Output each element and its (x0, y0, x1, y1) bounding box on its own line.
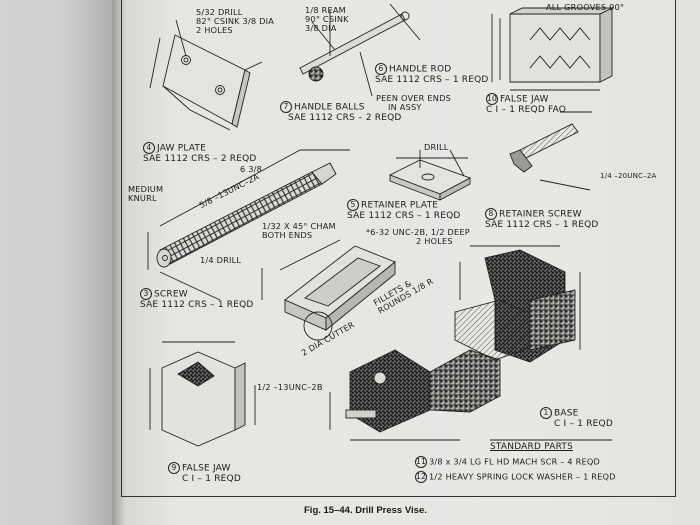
handle-rod-title: HANDLE ROD (389, 64, 452, 75)
chamfer-note: 1/32 X 45° CHAM BOTH ENDS (262, 222, 336, 240)
retainer-drill-note: DRILL (424, 142, 449, 152)
retainer-screw-spec: SAE 1112 CRS – 1 REQD (485, 220, 599, 230)
chamfer-note-line2: BOTH ENDS (262, 230, 313, 240)
handle-rod-spec: SAE 1112 CRS – 1 REQD (375, 75, 489, 85)
drill-note-line1: 5/32 DRILL (196, 7, 243, 17)
part-number-9: 9 (168, 462, 180, 474)
base-title: BASE (554, 408, 579, 419)
medium-knurl-line2: KNURL (128, 193, 157, 203)
handle-rod-drawing (299, 3, 421, 97)
jaw-plate-title: JAW PLATE (157, 143, 207, 154)
tapped-hole-note: *6-32 UNC-2B, 1/2 DEEP 2 HOLES (366, 228, 470, 246)
base-drawing (329, 349, 501, 441)
part-number-7: 7 (280, 101, 292, 113)
retainer-screw-drawing (509, 111, 592, 191)
part-number-8: 8 (485, 208, 497, 220)
desk-background (0, 0, 118, 525)
false-jaw-9-spec: C I – 1 REQD (182, 474, 241, 484)
standard-part-12-text: 1/2 HEAVY SPRING LOCK WASHER – 1 REQD (429, 471, 616, 482)
drill-note-line2: 82° CSINK 3/8 DIA (196, 16, 275, 26)
part-number-12: 12 (415, 471, 427, 483)
figure-frame (121, 0, 676, 497)
ream-note-line3: 3/8 DIA (305, 23, 337, 33)
retainer-plate-drawing (388, 149, 472, 201)
screw-drawing (147, 149, 350, 301)
screw-title: SCREW (154, 289, 188, 300)
quarter-drill-note: 1/4 DRILL (200, 255, 242, 265)
part-number-6: 6 (375, 63, 387, 75)
handle-balls-title: HANDLE BALLS (294, 102, 365, 113)
jaw-plate-drawing (149, 19, 263, 131)
retainer-screw-title: RETAINER SCREW (499, 209, 582, 220)
handle-balls-spec: SAE 1112 CRS – 2 REQD (288, 113, 402, 123)
jaw-plate-spec: SAE 1112 CRS – 2 REQD (143, 154, 257, 164)
peen-note: PEEN OVER ENDS IN ASSY (376, 94, 451, 112)
all-grooves-note: ALL GROOVES 90° (546, 2, 625, 12)
false-jaw-9-drawing (149, 341, 256, 447)
false-jaw-9-title: FALSE JAW (182, 463, 231, 474)
standard-part-11-text: 3/8 x 3/4 LG FL HD MACH SCR – 4 REQD (429, 456, 600, 467)
screw-length-dim: 6 3/8 (240, 164, 262, 174)
part-number-5: 5 (347, 199, 359, 211)
standard-parts-title: STANDARD PARTS (490, 442, 573, 452)
ream-note: 1/8 REAM 90° CSINK 3/8 DIA (305, 6, 349, 33)
tapped-hole-line1: *6-32 UNC-2B, 1/2 DEEP (366, 227, 470, 237)
drill-note: 5/32 DRILL 82° CSINK 3/8 DIA 2 HOLES (196, 8, 274, 35)
base-spec: C I – 1 REQD (554, 419, 613, 429)
part-number-11: 11 (415, 456, 427, 468)
movable-jaw-drawing (261, 239, 396, 341)
medium-knurl-line1: MEDIUM (128, 184, 164, 194)
base-thread-note: 1/2 –13UNC–2B (257, 382, 323, 392)
medium-knurl-note: MEDIUM KNURL (128, 185, 163, 203)
screw-spec: SAE 1112 CRS – 1 REQD (140, 300, 254, 310)
peen-note-line2: IN ASSY (388, 102, 422, 112)
drill-note-line3: 2 HOLES (196, 25, 233, 35)
ream-note-line1: 1/8 REAM (305, 5, 346, 15)
false-jaw-10-spec: C I – 1 REQD FAO (486, 105, 567, 115)
retainer-plate-title: RETAINER PLATE (361, 200, 439, 211)
part-number-4: 4 (143, 142, 155, 154)
ream-note-line2: 90° CSINK (305, 14, 349, 24)
retainer-screw-thread-note: 1/4 –20UNC–2A (600, 172, 657, 180)
figure-caption: Fig. 15–44. Drill Press Vise. (304, 505, 427, 516)
cast-body-drawing (454, 245, 581, 363)
chamfer-note-line1: 1/32 X 45° CHAM (262, 221, 336, 231)
part-number-1: 1 (540, 407, 552, 419)
false-jaw-10-drawing (491, 7, 613, 91)
false-jaw-10-title: FALSE JAW (500, 94, 549, 105)
peen-note-line1: PEEN OVER ENDS (376, 93, 451, 103)
tapped-hole-line2: 2 HOLES (416, 236, 453, 246)
retainer-plate-spec: SAE 1112 CRS – 1 REQD (347, 211, 461, 221)
part-number-3: 3 (140, 288, 152, 300)
part-number-10: 10 (486, 93, 498, 105)
